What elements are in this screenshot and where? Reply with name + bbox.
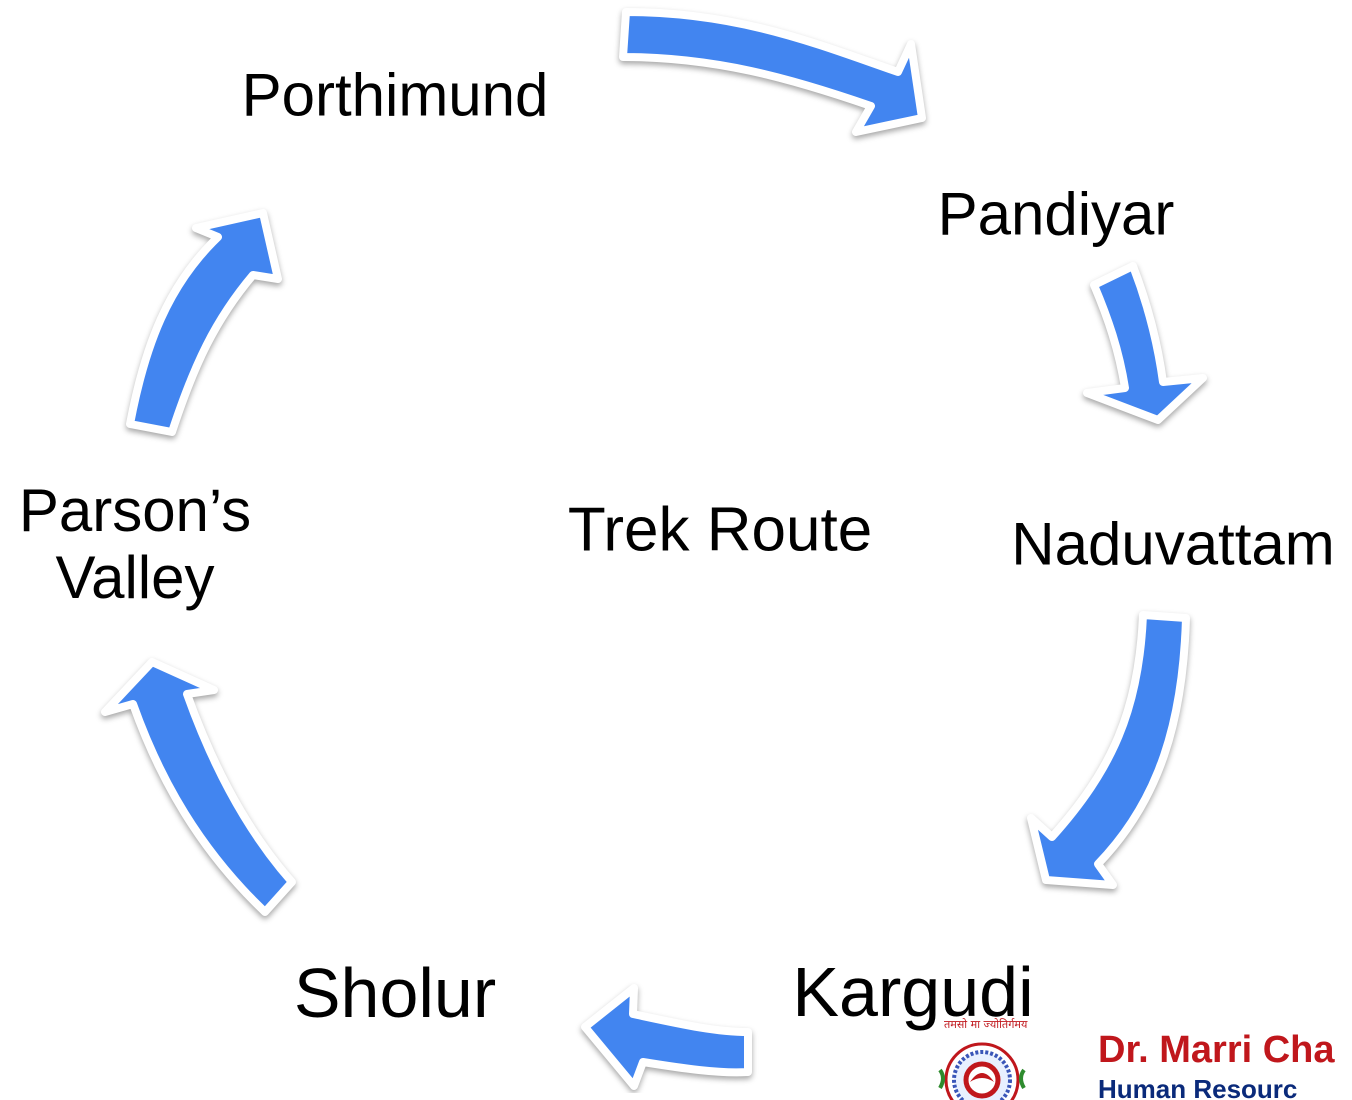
logo-subtitle: Human Resourc [1098, 1074, 1297, 1100]
node-naduvattam: Naduvattam [1011, 510, 1335, 578]
arrow-sholur-to-parsons-valley [101, 658, 296, 916]
node-parsons-valley-line1: Parson’s [18, 476, 252, 544]
node-parsons-valley-line2: Valley [55, 544, 215, 611]
arrow-pandiyar-to-naduvattam [1083, 262, 1207, 424]
node-sholur: Sholur [293, 953, 497, 1032]
emblem-icon [938, 1042, 1026, 1100]
arrow-porthimund-to-pandiyar [619, 8, 926, 136]
node-parsons-valley: Parson’s Valley [19, 477, 251, 611]
center-label: Trek Route [567, 495, 873, 565]
arrow-parsons-valley-to-porthimund [126, 209, 282, 436]
arrow-naduvattam-to-kargudi [1027, 611, 1190, 889]
logo-title: Dr. Marri Cha [1098, 1029, 1335, 1071]
node-pandiyar: Pandiyar [937, 180, 1175, 248]
node-kargudi: Kargudi [792, 952, 1034, 1031]
arrow-kargudi-to-sholur [581, 984, 752, 1090]
logo-motto: तमसो मा ज्योतिर्गमय [944, 1018, 1028, 1031]
node-porthimund: Porthimund [241, 61, 549, 129]
institute-logo: तमसो मा ज्योतिर्गमय Dr. Marri Cha Human … [938, 1018, 1335, 1100]
